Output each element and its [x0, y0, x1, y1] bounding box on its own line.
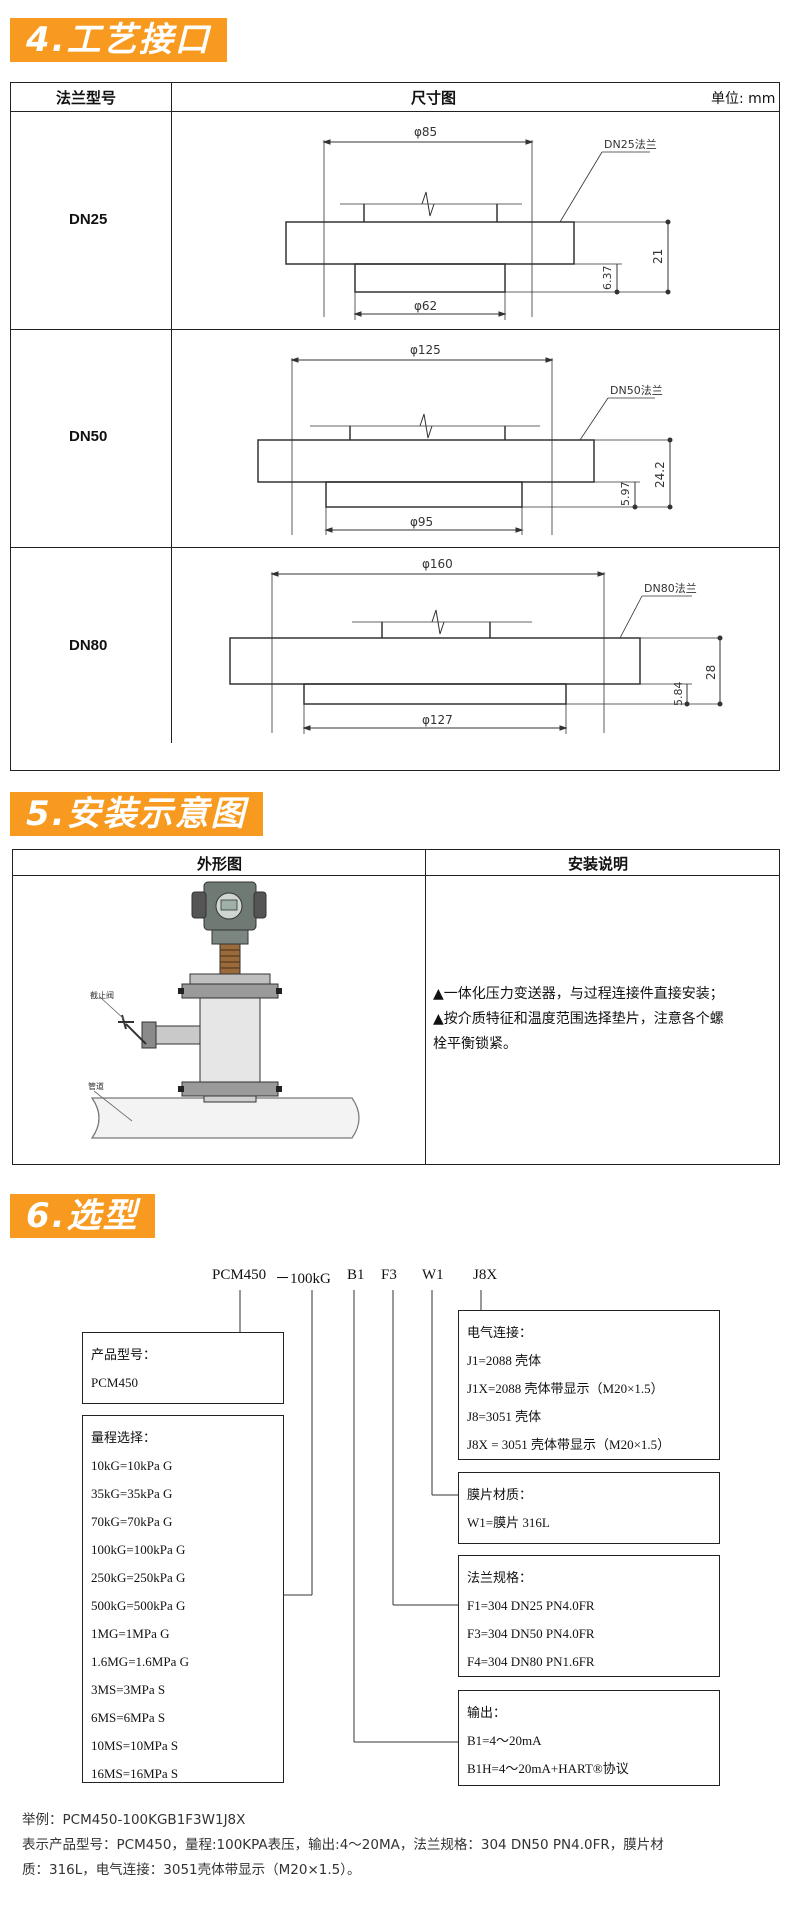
range-option: 3MS=3MPa S — [91, 1682, 166, 1697]
selection-example-explanation: 表示产品型号：PCM450，量程:100KPA表压，输出:4～20MA，法兰规格… — [22, 1837, 664, 1853]
section-title-model-selection: 6.选型 — [10, 1194, 155, 1238]
header-installation-notes: 安装说明 — [568, 855, 629, 873]
box-title: 电气连接： — [467, 1325, 533, 1340]
electrical-option: J1=2088 壳体 — [467, 1353, 542, 1368]
column-divider — [171, 83, 172, 743]
membrane-option: W1=膜片 316L — [467, 1515, 550, 1530]
range-option: 16MS=16MPa S — [91, 1766, 179, 1781]
flange-drawing-dn25: φ85 φ62 DN25法兰 21 6.37 — [285, 125, 671, 320]
electrical-connection-box: 电气连接： J1=2088 壳体 J1X=2088 壳体带显示（M20×1.5）… — [458, 1310, 720, 1460]
selection-connector-lines — [239, 1290, 482, 1743]
inner-diameter-label: φ95 — [410, 515, 433, 529]
flange-dimension-table: 法兰型号 尺寸图 单位: mm DN25 DN50 DN80 — [10, 82, 780, 771]
flange-spec-box: 法兰规格： F1=304 DN25 PN4.0FR F3=304 DN50 PN… — [458, 1555, 720, 1677]
range-option: 500kG=500kPa G — [91, 1598, 186, 1613]
install-note-line: ▲一体化压力变送器，与过程连接件直接安装； — [433, 986, 724, 1002]
installation-notes-text: ▲一体化压力变送器，与过程连接件直接安装； ▲按介质特征和温度范围选择垫片，注意… — [433, 982, 778, 1057]
row-divider — [11, 547, 779, 548]
model-code-part: B1 — [347, 1267, 365, 1283]
flange-option: F3=304 DN50 PN4.0FR — [467, 1626, 595, 1641]
range-option: 250kG=250kPa G — [91, 1570, 186, 1585]
box-title: 量程选择： — [91, 1430, 157, 1445]
section-title-process-interface: 4.工艺接口 — [10, 18, 227, 62]
product-model-box: 产品型号： PCM450 — [82, 1332, 284, 1404]
dn-flange-label: DN25法兰 — [604, 137, 657, 151]
thickness-label: 21 — [651, 249, 665, 264]
raised-face-label: 6.37 — [601, 266, 614, 291]
selection-example: 举例：PCM450-100KGB1F3W1J8X — [22, 1812, 246, 1828]
flange-drawing-dn80: φ160 φ127 DN80法兰 28 5.84 — [229, 557, 723, 734]
raised-face-label: 5.84 — [672, 682, 685, 707]
flange-model-dn25: DN25 — [69, 211, 108, 228]
header-dimension-drawing: 尺寸图 — [411, 89, 457, 107]
dn-flange-label: DN80法兰 — [644, 581, 697, 595]
output-option: B1H=4～20mA+HART®协议 — [467, 1761, 629, 1776]
flange-option: F4=304 DN80 PN1.6FR — [467, 1654, 595, 1669]
range-option: 10kG=10kPa G — [91, 1458, 173, 1473]
outer-diameter-label: φ160 — [422, 557, 453, 571]
output-option: B1=4～20mA — [467, 1733, 542, 1748]
box-title: 输出： — [467, 1705, 507, 1720]
outer-diameter-label: φ85 — [414, 125, 437, 139]
column-divider — [425, 850, 426, 1164]
range-option: 35kG=35kPa G — [91, 1486, 173, 1501]
inner-diameter-label: φ62 — [414, 299, 437, 313]
install-note-line: 栓平衡锁紧。 — [433, 1036, 517, 1052]
install-note-line: ▲按介质特征和温度范围选择垫片，注意各个螺 — [433, 1011, 724, 1027]
thickness-label: 28 — [704, 665, 718, 680]
model-code-part: PCM450 — [212, 1267, 267, 1283]
model-code-part: W1 — [422, 1267, 444, 1283]
flange-drawing-dn50: φ125 φ95 DN50法兰 24.2 5.97 — [257, 343, 673, 535]
range-selection-box: 量程选择： 10kG=10kPa G 35kG=35kPa G 70kG=70k… — [82, 1415, 284, 1783]
thickness-label: 24.2 — [653, 461, 667, 488]
box-title: 膜片材质： — [467, 1487, 533, 1502]
header-flange-model: 法兰型号 — [56, 89, 117, 107]
installation-illustration: 截止阀 管道 — [88, 881, 360, 1139]
electrical-option: J8=3051 壳体 — [467, 1409, 542, 1424]
raised-face-label: 5.97 — [619, 482, 632, 507]
pipe-shape — [90, 1097, 360, 1139]
inner-diameter-label: φ127 — [422, 713, 453, 727]
model-code-part: F3 — [381, 1267, 397, 1283]
installation-table: 外形图 安装说明 ▲一体化压力变送器，与过程连接件直接安装； ▲按介质特征和温度… — [12, 849, 780, 1165]
pipe-label: 管道 — [88, 1081, 104, 1091]
header-outline-drawing: 外形图 — [197, 855, 243, 873]
range-option: 70kG=70kPa G — [91, 1514, 173, 1529]
membrane-material-box: 膜片材质： W1=膜片 316L — [458, 1472, 720, 1544]
range-option: 100kG=100kPa G — [91, 1542, 186, 1557]
electrical-option: J8X = 3051 壳体带显示（M20×1.5） — [467, 1437, 671, 1452]
box-title: 法兰规格： — [467, 1570, 533, 1585]
flange-option: F1=304 DN25 PN4.0FR — [467, 1598, 595, 1613]
outer-diameter-label: φ125 — [410, 343, 441, 357]
product-model-value: PCM450 — [91, 1375, 138, 1390]
range-option: 6MS=6MPa S — [91, 1710, 166, 1725]
range-option: 1.6MG=1.6MPa G — [91, 1654, 189, 1669]
range-option: 10MS=10MPa S — [91, 1738, 179, 1753]
flange-model-dn80: DN80 — [69, 637, 108, 654]
model-code-part: －100kG — [275, 1271, 331, 1287]
box-title: 产品型号： — [91, 1347, 157, 1362]
output-box: 输出： B1=4～20mA B1H=4～20mA+HART®协议 — [458, 1690, 720, 1786]
header-unit: 单位: mm — [711, 91, 776, 107]
flange-model-dn50: DN50 — [69, 428, 108, 445]
header-divider — [11, 111, 779, 112]
selection-example-explanation-cont: 质：316L，电气连接：3051壳体带显示（M20×1.5）。 — [22, 1862, 361, 1878]
electrical-option: J1X=2088 壳体带显示（M20×1.5） — [467, 1381, 664, 1396]
row-divider — [11, 329, 779, 330]
valve-label: 截止阀 — [90, 990, 114, 1000]
dn-flange-label: DN50法兰 — [610, 383, 663, 397]
header-divider — [13, 875, 779, 876]
range-option: 1MG=1MPa G — [91, 1626, 170, 1641]
model-code-part: J8X — [473, 1267, 498, 1283]
section-title-installation-diagram: 5.安装示意图 — [10, 792, 263, 836]
